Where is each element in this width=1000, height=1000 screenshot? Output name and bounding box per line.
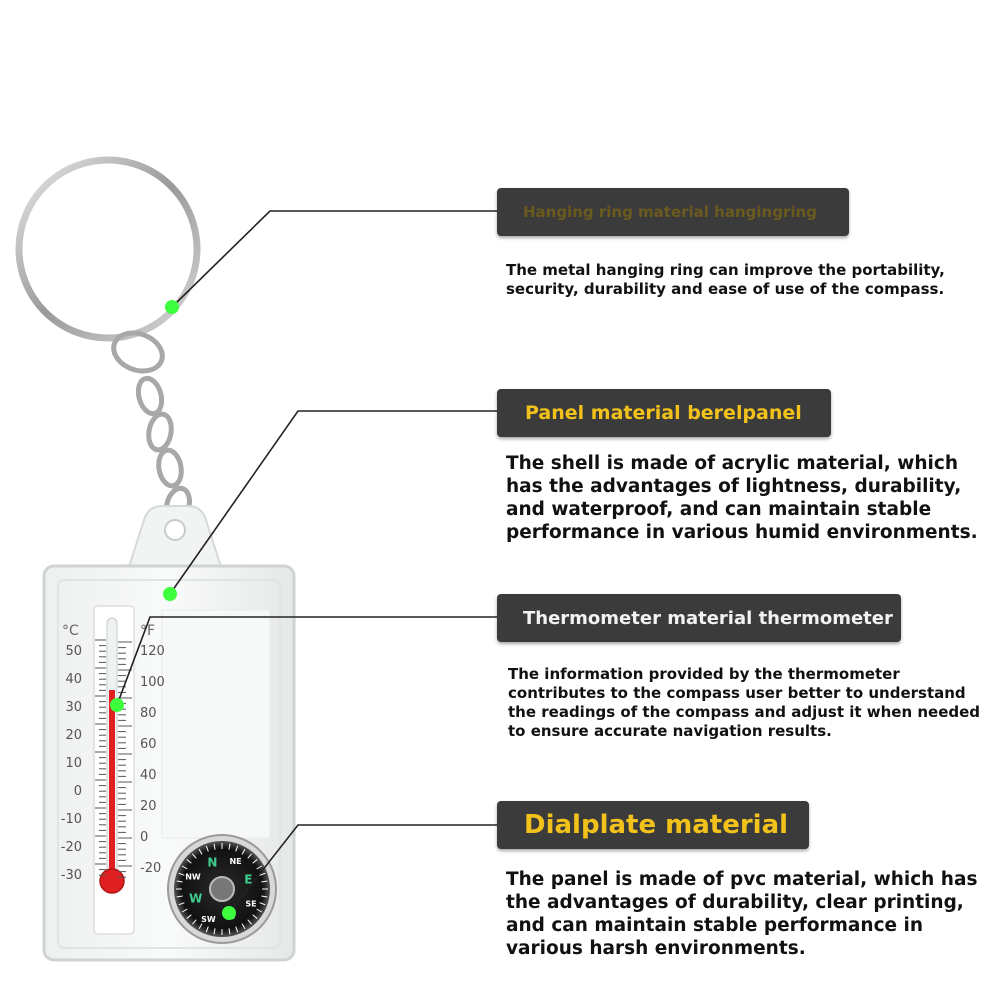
celsius-tick-label: 50 bbox=[65, 644, 82, 659]
compass-tick bbox=[235, 845, 239, 852]
description-line: various harsh environments. bbox=[506, 938, 806, 959]
compass-tick bbox=[241, 848, 246, 855]
marker-dot-dial bbox=[222, 906, 236, 920]
fahrenheit-tick-label: -20 bbox=[140, 861, 161, 876]
compass-tick bbox=[176, 895, 183, 898]
compass-tick bbox=[192, 853, 197, 859]
compass-tick bbox=[178, 872, 185, 876]
compass-tick bbox=[228, 928, 231, 935]
celsius-tick-label: -30 bbox=[61, 868, 82, 883]
compass-tick bbox=[252, 914, 258, 919]
compass-tick bbox=[186, 859, 192, 864]
compass-tick bbox=[205, 926, 209, 933]
callout-description-hanging-ring: The metal hanging ring can improve the p… bbox=[506, 261, 986, 299]
compass-tick bbox=[261, 880, 268, 883]
compass-tick bbox=[198, 923, 203, 930]
marker-dot-panel bbox=[163, 587, 177, 601]
fahrenheit-tick-label: 40 bbox=[140, 768, 157, 783]
fahrenheit-tick-label: 100 bbox=[140, 675, 165, 690]
marker-dot-thermometer bbox=[110, 698, 124, 712]
callout-description-panel: The shell is made of acrylic material, w… bbox=[506, 452, 986, 544]
description-line: The information provided by the thermome… bbox=[508, 665, 900, 683]
compass-needle-cap bbox=[209, 876, 235, 902]
compass-tick bbox=[235, 926, 239, 933]
compass-tick bbox=[178, 902, 185, 906]
celsius-tick-label: 30 bbox=[65, 700, 82, 715]
celsius-tick-label: 20 bbox=[65, 728, 82, 743]
thermometer-ticks bbox=[95, 639, 132, 878]
description-line: the readings of the compass and adjust i… bbox=[508, 703, 981, 721]
leader-lines bbox=[116, 210, 497, 914]
compass-tick bbox=[241, 923, 246, 930]
celsius-tick-label: 10 bbox=[65, 756, 82, 771]
compass-letter: W bbox=[189, 892, 202, 906]
callout-label-text: Hanging ring material hangingring bbox=[523, 203, 817, 221]
compass-letter: NE bbox=[229, 857, 241, 866]
description-line: The panel is made of pvc material, which… bbox=[506, 869, 978, 890]
description-line: security, durability and ease of use of … bbox=[506, 280, 945, 298]
compass-letter: NW bbox=[185, 872, 201, 881]
compass-tick bbox=[213, 843, 216, 850]
callout-label-dialplate: Dialplate material bbox=[497, 801, 809, 849]
compass-tick bbox=[247, 853, 252, 859]
compass-tick bbox=[176, 880, 183, 883]
description-line: performance in various humid environment… bbox=[506, 522, 978, 543]
description-line: to ensure accurate navigation results. bbox=[508, 722, 832, 740]
celsius-tick-label: 40 bbox=[65, 672, 82, 687]
callout-label-text: Dialplate material bbox=[524, 810, 789, 840]
compass-tick bbox=[259, 872, 266, 876]
callout-label-hanging-ring: Hanging ring material hangingring bbox=[497, 188, 849, 236]
description-line: The shell is made of acrylic material, w… bbox=[506, 453, 958, 474]
celsius-scale: 50 40 30 20 10 0 -10 -20 -30 bbox=[61, 644, 82, 883]
compass-letter: E bbox=[244, 872, 252, 886]
compass-letter: SW bbox=[201, 915, 216, 924]
description-line: contributes to the compass user better t… bbox=[508, 684, 966, 702]
compass-tick bbox=[181, 865, 188, 870]
fahrenheit-tick-label: 20 bbox=[140, 799, 157, 814]
callout-label-thermometer: Thermometer material thermometer bbox=[497, 594, 901, 642]
fahrenheit-tick-label: 120 bbox=[140, 644, 165, 659]
fahrenheit-tick-label: 0 bbox=[140, 830, 148, 845]
celsius-tick-label: 0 bbox=[74, 784, 82, 799]
compass-tick bbox=[181, 908, 188, 913]
callout-label-text: Panel material berelpanel bbox=[525, 402, 802, 424]
celsius-tick-label: -10 bbox=[61, 812, 82, 827]
marker-dot-ring bbox=[165, 300, 179, 314]
compass-letter: N bbox=[207, 856, 217, 870]
compass-tick bbox=[198, 848, 203, 855]
compass-tick bbox=[205, 845, 209, 852]
description-line: has the advantages of lightness, durabil… bbox=[506, 476, 962, 497]
callout-label-panel: Panel material berelpanel bbox=[497, 389, 831, 437]
compass-tick bbox=[247, 919, 252, 925]
marker-dots bbox=[110, 300, 236, 920]
fahrenheit-tick-label: 80 bbox=[140, 706, 157, 721]
compass-tick bbox=[252, 859, 258, 864]
compass-tick bbox=[259, 902, 266, 906]
description-line: The metal hanging ring can improve the p… bbox=[506, 261, 945, 279]
hanging-ring bbox=[15, 156, 201, 342]
compass-tick bbox=[186, 914, 192, 919]
description-line: and waterproof, and can maintain stable bbox=[506, 499, 932, 520]
fahrenheit-scale: 120 100 80 60 40 20 0 -20 bbox=[140, 644, 165, 876]
callout-label-text: Thermometer material thermometer bbox=[523, 607, 893, 629]
celsius-tick-label: -20 bbox=[61, 840, 82, 855]
compass-letter: SE bbox=[245, 900, 256, 909]
callout-description-dialplate: The panel is made of pvc material, which… bbox=[506, 868, 986, 960]
celsius-unit: °C bbox=[62, 623, 79, 639]
compass-tick bbox=[213, 928, 216, 935]
compass-dial: NESWNENWSESW bbox=[167, 834, 277, 944]
compass-tick bbox=[261, 895, 268, 898]
fahrenheit-tick-label: 60 bbox=[140, 737, 157, 752]
description-line: the advantages of durability, clear prin… bbox=[506, 892, 964, 913]
compass-tick bbox=[256, 908, 263, 913]
compass-tick bbox=[192, 919, 197, 925]
description-line: and can maintain stable performance in bbox=[506, 915, 924, 936]
compass-tick bbox=[256, 865, 263, 870]
compass-tick bbox=[228, 843, 231, 850]
callout-description-thermometer: The information provided by the thermome… bbox=[508, 665, 981, 741]
